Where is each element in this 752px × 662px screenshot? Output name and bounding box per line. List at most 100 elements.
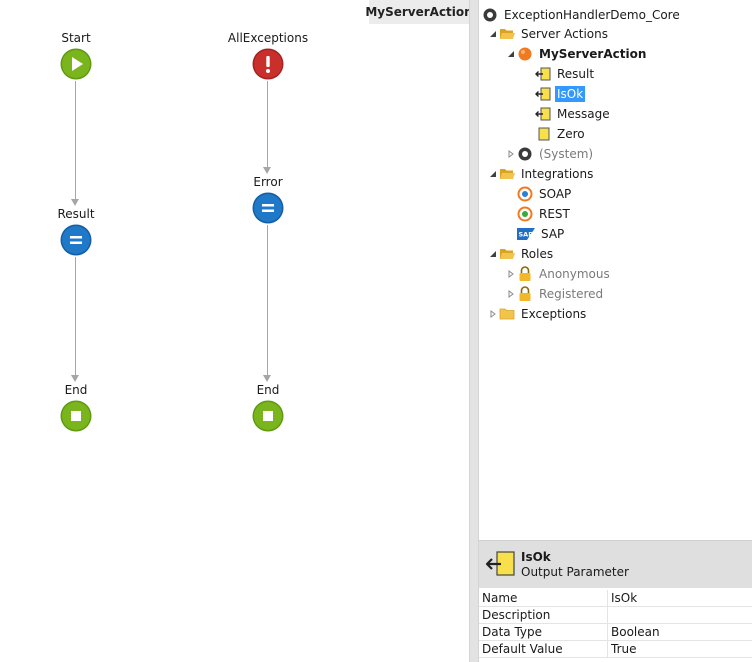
module-icon	[482, 7, 498, 23]
local-variable-icon	[535, 126, 551, 142]
tree-item-roles[interactable]: Roles	[487, 244, 555, 264]
tree-item-system[interactable]: (System)	[505, 144, 595, 164]
error-assign-node[interactable]	[252, 192, 284, 224]
properties-subtitle: Output Parameter	[521, 565, 629, 579]
tree-item-label: Registered	[539, 287, 604, 301]
tree-item-integrations[interactable]: Integrations	[487, 164, 595, 184]
error-node-label: Error	[253, 175, 283, 189]
output-parameter-icon	[535, 86, 551, 102]
connector-result-end	[75, 257, 76, 375]
tree-item-label: REST	[539, 207, 570, 221]
flow-canvas[interactable]: MyServerAction Start Result End AllExcep…	[0, 0, 469, 662]
arrow-head	[71, 375, 79, 382]
output-parameter-icon	[485, 550, 516, 578]
rest-service-icon	[517, 206, 533, 222]
expanded-triangle-icon[interactable]	[487, 244, 499, 264]
property-name: Description	[482, 608, 551, 622]
tree-item-param-zero[interactable]: Zero	[535, 124, 587, 144]
server-action-icon	[517, 46, 533, 62]
tree-item-label: SAP	[541, 227, 565, 241]
collapsed-triangle-icon[interactable]	[505, 144, 517, 164]
start-node[interactable]	[60, 48, 92, 80]
canvas-tab-title[interactable]: MyServerAction	[365, 0, 469, 24]
lock-icon	[517, 286, 533, 302]
folder-icon	[499, 306, 515, 322]
elements-tree[interactable]: ExceptionHandlerDemo_Core Server Actions…	[479, 0, 752, 540]
tree-item-label: SOAP	[539, 187, 572, 201]
property-name: Data Type	[482, 625, 543, 639]
tree-item-registered[interactable]: Registered	[505, 284, 605, 304]
start-node-label: Start	[61, 31, 91, 45]
properties-grid: Name IsOk Description Data Type Boolean …	[479, 590, 752, 662]
column-divider	[607, 641, 608, 658]
tree-item-label-selected: IsOk	[555, 86, 586, 102]
tree-item-label: Result	[557, 67, 595, 81]
folder-open-icon	[499, 246, 515, 262]
tree-item-label: Zero	[557, 127, 585, 141]
tree-item-sap[interactable]: SAP SAP	[517, 224, 566, 244]
end-left-node-label: End	[64, 383, 88, 397]
play-icon	[60, 48, 92, 80]
soap-service-icon	[517, 186, 533, 202]
properties-title: IsOk	[521, 550, 551, 564]
end-node-right[interactable]	[252, 400, 284, 432]
tree-item-anonymous[interactable]: Anonymous	[505, 264, 612, 284]
lock-icon	[517, 266, 533, 282]
property-value[interactable]: IsOk	[611, 591, 638, 605]
property-value[interactable]: True	[611, 642, 637, 656]
exclamation-icon	[252, 48, 284, 80]
expanded-triangle-icon[interactable]	[487, 164, 499, 184]
tree-item-label: (System)	[539, 147, 594, 161]
tree-item-label: Roles	[521, 247, 554, 261]
collapsed-triangle-icon[interactable]	[487, 304, 499, 324]
tree-item-soap[interactable]: SOAP	[517, 184, 573, 204]
sap-logo-text: SAP	[519, 231, 534, 239]
tree-item-server-actions[interactable]: Server Actions	[487, 24, 610, 44]
column-divider	[607, 590, 608, 607]
property-row-data-type[interactable]: Data Type Boolean	[479, 624, 752, 641]
expanded-triangle-icon[interactable]	[487, 24, 499, 44]
column-divider	[607, 607, 608, 624]
folder-open-icon	[499, 26, 515, 42]
allexceptions-node-label: AllExceptions	[227, 31, 309, 45]
tree-item-label: ExceptionHandlerDemo_Core	[504, 8, 680, 22]
property-value[interactable]: Boolean	[611, 625, 660, 639]
folder-open-icon	[499, 166, 515, 182]
properties-header: IsOk Output Parameter	[479, 540, 752, 588]
output-parameter-icon	[535, 106, 551, 122]
tree-item-rest[interactable]: REST	[517, 204, 572, 224]
property-row-name[interactable]: Name IsOk	[479, 590, 752, 607]
tree-item-label: Server Actions	[521, 27, 608, 41]
column-divider	[607, 624, 608, 641]
tree-item-label: MyServerAction	[539, 47, 647, 61]
arrow-head	[71, 199, 79, 206]
end-node-left[interactable]	[60, 400, 92, 432]
result-assign-node[interactable]	[60, 224, 92, 256]
tree-item-my-server-action[interactable]: MyServerAction	[505, 44, 648, 64]
collapsed-triangle-icon[interactable]	[505, 284, 517, 304]
tree-item-label: Exceptions	[521, 307, 587, 321]
tree-item-param-result[interactable]: Result	[535, 64, 596, 84]
property-name: Name	[482, 591, 518, 605]
end-right-node-label: End	[256, 383, 280, 397]
property-row-description[interactable]: Description	[479, 607, 752, 624]
arrow-head	[263, 167, 271, 174]
stop-icon	[60, 400, 92, 432]
tree-item-param-message[interactable]: Message	[535, 104, 612, 124]
exception-handler-node[interactable]	[252, 48, 284, 80]
property-row-default-value[interactable]: Default Value True	[479, 641, 752, 658]
connector-exceptions-error	[267, 81, 268, 167]
panel-splitter[interactable]	[469, 0, 479, 662]
result-node-label: Result	[57, 207, 95, 221]
assign-icon	[60, 224, 92, 256]
tree-item-exceptions[interactable]: Exceptions	[487, 304, 588, 324]
collapsed-triangle-icon[interactable]	[505, 264, 517, 284]
assign-icon	[252, 192, 284, 224]
tree-item-label: Message	[557, 107, 610, 121]
tree-item-label: Anonymous	[539, 267, 610, 281]
tree-item-param-isok[interactable]: IsOk	[535, 84, 586, 104]
expanded-triangle-icon[interactable]	[505, 44, 517, 64]
output-parameter-icon	[535, 66, 551, 82]
tree-item-module[interactable]: ExceptionHandlerDemo_Core	[482, 5, 682, 25]
arrow-head	[263, 375, 271, 382]
